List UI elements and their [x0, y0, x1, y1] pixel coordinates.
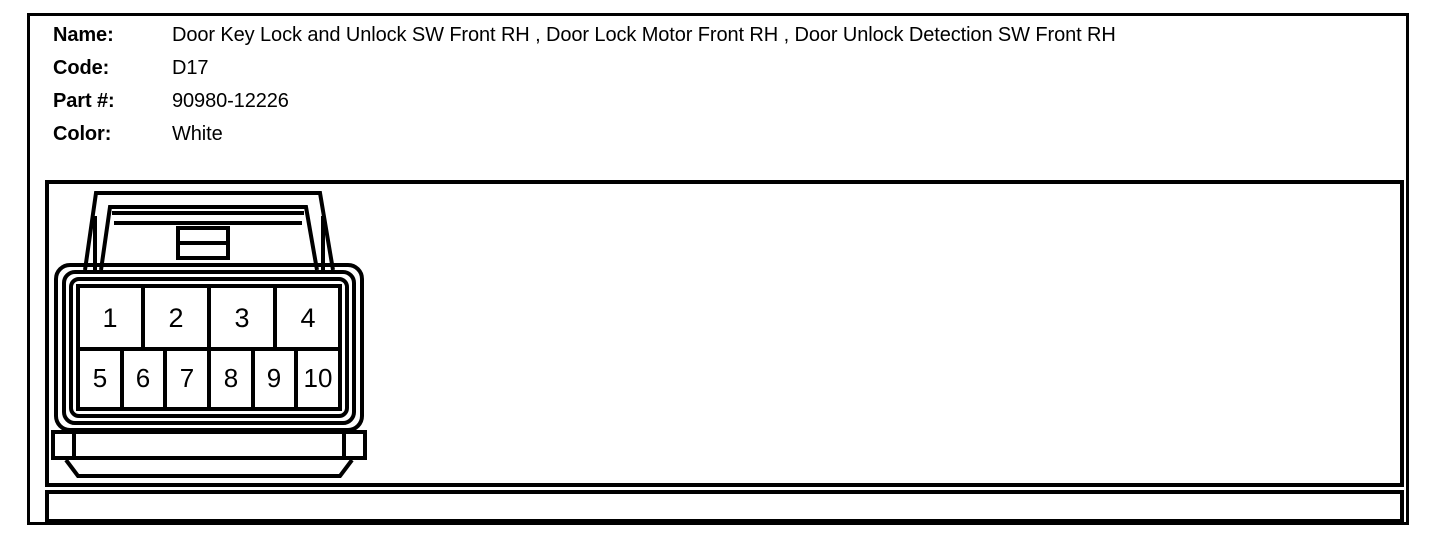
connector-drawing: 1 2 3 4 5 6 7 8 9 10: [45, 180, 390, 480]
pin-label-2: 2: [168, 303, 183, 333]
connector-skirt-icon: [51, 430, 367, 478]
outer-frame: [27, 13, 1409, 525]
info-value-code: D17: [172, 57, 209, 79]
hood-inner-outline: [99, 205, 319, 271]
latch-tab-icon: [176, 226, 230, 260]
pin-label-6: 6: [136, 363, 150, 393]
pin-label-4: 4: [300, 303, 315, 333]
connector-info-block: Name: Door Key Lock and Unlock SW Front …: [53, 24, 1393, 156]
pin-label-9: 9: [267, 363, 281, 393]
skirt-trapezoid: [64, 458, 354, 478]
info-label-name: Name:: [53, 24, 114, 46]
pin-grid: [76, 284, 342, 411]
pin-label-3: 3: [234, 303, 249, 333]
connector-diagram-panel: [45, 180, 1404, 487]
pin-label-10: 10: [304, 363, 333, 393]
info-row-part-number: Part #: 90980-12226: [53, 90, 1393, 123]
info-value-part-number: 90980-12226: [172, 90, 289, 112]
info-label-part-number: Part #:: [53, 90, 115, 112]
info-row-color: Color: White: [53, 123, 1393, 156]
pin-label-7: 7: [180, 363, 194, 393]
locking-tab-icon: [83, 191, 335, 271]
pin-number-labels: 1 2 3 4 5 6 7 8 9 10: [93, 303, 333, 393]
hood-outline: [83, 191, 335, 271]
shell-middle: [62, 270, 356, 425]
info-value-name: Door Key Lock and Unlock SW Front RH , D…: [172, 24, 1116, 46]
connector-svg: 1 2 3 4 5 6 7 8 9 10: [51, 191, 367, 478]
note-strip: [45, 490, 1404, 523]
info-value-color: White: [172, 123, 223, 145]
info-label-code: Code:: [53, 57, 110, 79]
info-row-code: Code: D17: [53, 57, 1393, 90]
skirt-bar: [51, 430, 367, 460]
shell-inner: [69, 277, 349, 418]
info-row-name: Name: Door Key Lock and Unlock SW Front …: [53, 24, 1393, 57]
pin-label-1: 1: [102, 303, 117, 333]
pin-label-5: 5: [93, 363, 107, 393]
info-label-color: Color:: [53, 123, 112, 145]
pin-label-8: 8: [224, 363, 238, 393]
